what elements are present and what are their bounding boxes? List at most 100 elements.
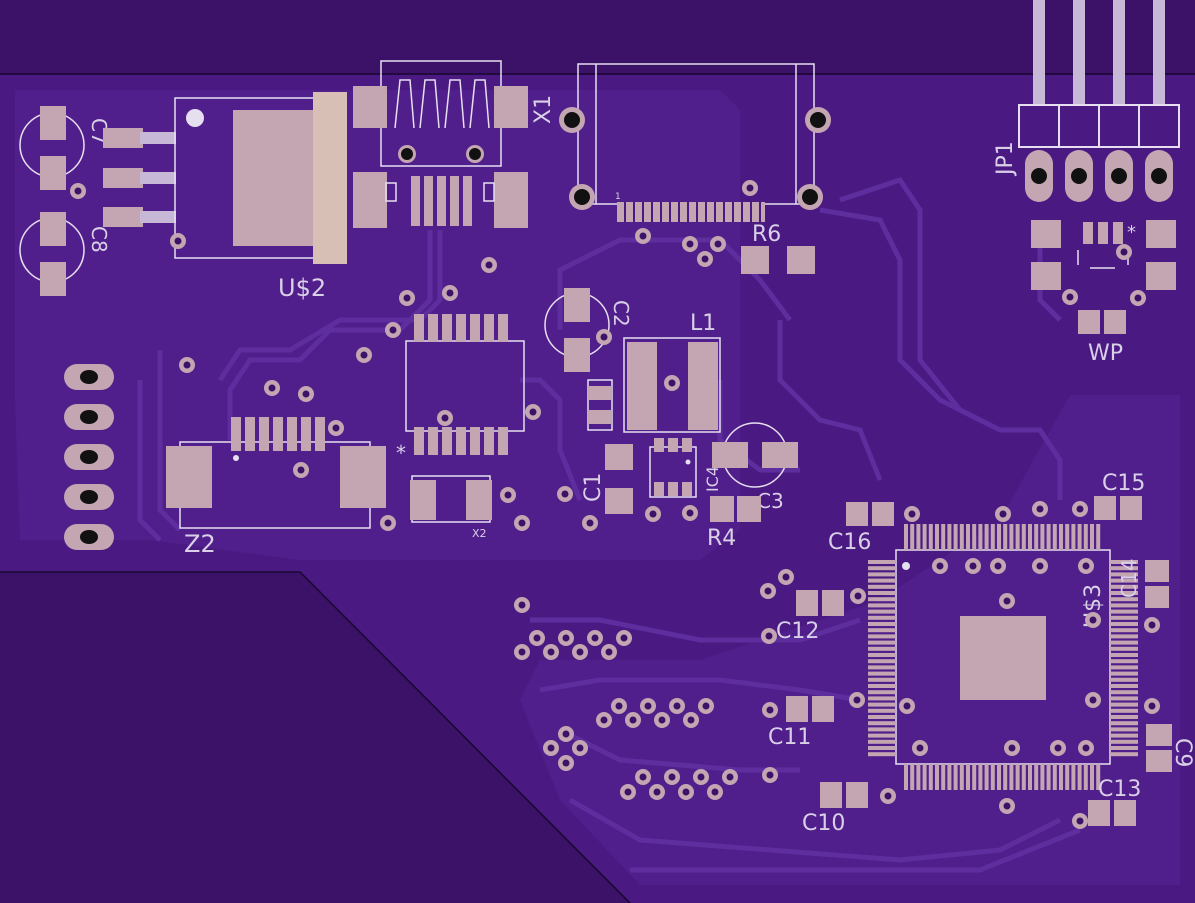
via-hole: [936, 562, 944, 570]
via-hole: [615, 702, 623, 710]
qfp-pin: [1110, 578, 1138, 583]
via-hole: [766, 706, 774, 714]
via-hole: [765, 632, 773, 640]
label-c1: C1: [581, 473, 606, 502]
via-hole: [605, 648, 613, 656]
via-hole: [1089, 696, 1097, 704]
via-hole: [441, 414, 449, 422]
via-hole: [1089, 616, 1097, 624]
qfp-pin: [966, 764, 970, 790]
via-hole: [576, 744, 584, 752]
via-hole: [1008, 744, 1016, 752]
qfp-pin: [868, 609, 896, 614]
r4-pad-1: [710, 496, 734, 522]
qfp-pin: [1077, 764, 1082, 790]
via-hole: [360, 351, 368, 359]
regulator-us2: [103, 92, 347, 264]
via-hole: [268, 384, 276, 392]
qfp-pin: [868, 677, 896, 682]
via-hole: [183, 361, 191, 369]
diode: [587, 379, 613, 431]
via-hole: [562, 634, 570, 642]
cap-c3: [712, 422, 798, 488]
qfp-pin: [868, 603, 896, 608]
qfp-pin: [1071, 764, 1076, 790]
via-hole: [586, 519, 594, 527]
qfp-pin: [1046, 524, 1051, 550]
qfp-pin: [1009, 764, 1014, 790]
label-c13: C13: [1098, 777, 1141, 802]
c1-pad-2: [605, 488, 633, 514]
qfp-pin: [959, 764, 964, 790]
qfp-pin: [868, 684, 896, 688]
qfp-pin: [868, 653, 896, 657]
qfp-pin: [935, 764, 939, 790]
via-hole: [1036, 562, 1044, 570]
via-hole: [446, 289, 454, 297]
qfp-pin: [904, 764, 908, 790]
via-hole: [1076, 505, 1084, 513]
via-hole: [644, 702, 652, 710]
qfp-pin: [1110, 640, 1138, 645]
qfp-pin: [1040, 764, 1045, 790]
qfp-pin: [910, 524, 915, 550]
qfp-pin: [941, 524, 946, 550]
qfp-pin: [978, 524, 983, 550]
trace-group: [137, 177, 1081, 873]
via-hole: [884, 792, 892, 800]
qfp-pin: [868, 752, 896, 757]
microcontroller-us3: [868, 524, 1138, 790]
qfp-pin: [868, 671, 896, 676]
via-hole: [658, 716, 666, 724]
c11-pad-2: [812, 696, 834, 722]
via-hole: [711, 788, 719, 796]
qfp-pin: [916, 524, 921, 550]
label-r4: R4: [707, 526, 736, 551]
qfp-pin: [1021, 764, 1026, 790]
qfp-pin: [1110, 659, 1138, 664]
qfp-pin: [1110, 727, 1138, 732]
qfp-pin: [1052, 524, 1057, 550]
via-hole: [389, 326, 397, 334]
qfp-pin: [1021, 524, 1026, 550]
via-hole: [600, 716, 608, 724]
usb-connector-x1: [353, 60, 528, 228]
qfp-pin: [868, 696, 896, 701]
via-hole: [562, 730, 570, 738]
qfp-pin: [1040, 524, 1045, 550]
label-x2: X2: [472, 527, 487, 540]
via-hole: [1066, 293, 1074, 301]
label-wp: WP: [1088, 341, 1123, 366]
via-hole: [624, 788, 632, 796]
r4-pad-2: [737, 496, 761, 522]
crystal-x2: [410, 475, 492, 523]
label-jp1: JP1: [993, 141, 1018, 177]
label-c8: C8: [87, 226, 111, 253]
label-c12: C12: [776, 619, 819, 644]
qfp-pin: [1003, 524, 1008, 550]
qfp-pin: [868, 566, 896, 571]
c12-pad-1: [796, 590, 818, 616]
cap-c8: [19, 212, 85, 296]
edge-connector: [64, 364, 114, 550]
label-ic4: IC4: [703, 466, 722, 492]
via-hole: [1082, 562, 1090, 570]
qfp-pin: [1110, 597, 1138, 602]
via-hole: [714, 240, 722, 248]
via-hole: [746, 184, 754, 192]
via-hole: [74, 187, 82, 195]
label-z2: Z2: [184, 530, 216, 558]
qfp-pin: [1110, 708, 1138, 713]
label-r6: R6: [752, 222, 781, 247]
label-c11: C11: [768, 725, 811, 750]
c16-pad-2: [872, 502, 894, 526]
qfp-pin: [868, 746, 896, 750]
qfp-pin: [1083, 524, 1088, 550]
via-hole: [1003, 802, 1011, 810]
via-hole: [1148, 702, 1156, 710]
qfp-pin: [1110, 746, 1138, 750]
label-c2: C2: [609, 300, 633, 327]
qfp-pin: [1110, 566, 1138, 571]
qfp-pin: [868, 628, 896, 633]
c15-pad-2: [1120, 496, 1142, 520]
